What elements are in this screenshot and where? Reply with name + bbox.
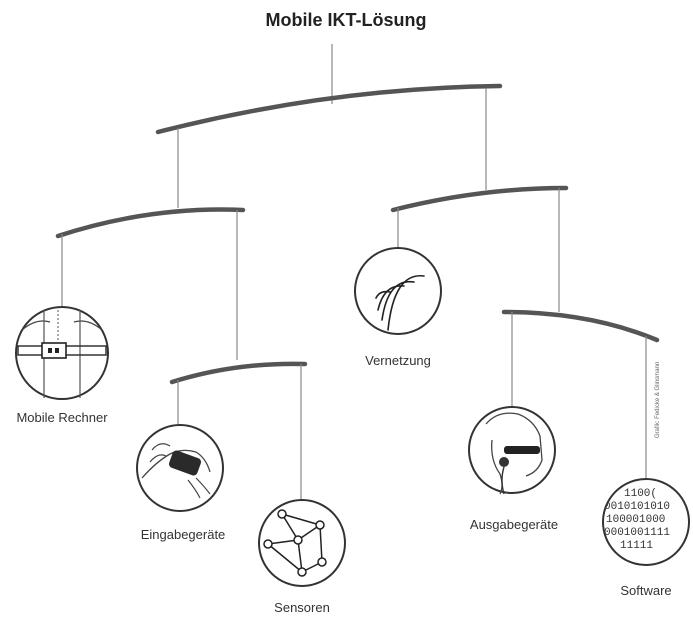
right-mid-bar	[390, 185, 569, 213]
label-ausgabegeraete: Ausgabegeräte	[469, 517, 559, 532]
top-bar	[155, 83, 503, 135]
software-binary-line: 100001000	[606, 514, 665, 526]
label-eingabegeraete: Eingabegeräte	[140, 527, 226, 542]
sensoren-icon	[258, 499, 346, 587]
software-binary-line: 0001001111	[604, 527, 670, 539]
eingabegeraete-icon	[136, 424, 224, 512]
left-mid-bar	[55, 207, 246, 239]
ausgabegeraete-icon	[468, 406, 556, 495]
vernetzung-icon	[354, 247, 442, 335]
label-mobile-rechner: Mobile Rechner	[16, 410, 108, 425]
credit-text: Grafik: Fedicke & Glinsmann	[655, 361, 661, 439]
software-binary-line: 1100(	[624, 488, 657, 500]
software-binary-line: 11111	[620, 540, 653, 552]
label-vernetzung: Vernetzung	[365, 353, 431, 368]
label-sensoren: Sensoren	[274, 600, 330, 615]
mobile-rechner-icon	[15, 306, 109, 400]
right-lower-bar	[501, 309, 660, 343]
page-title: Mobile IKT-Lösung	[265, 10, 427, 30]
label-software: Software	[620, 583, 672, 598]
software-binary-line: 0010101010	[604, 501, 670, 513]
left-lower-bar	[169, 361, 308, 385]
